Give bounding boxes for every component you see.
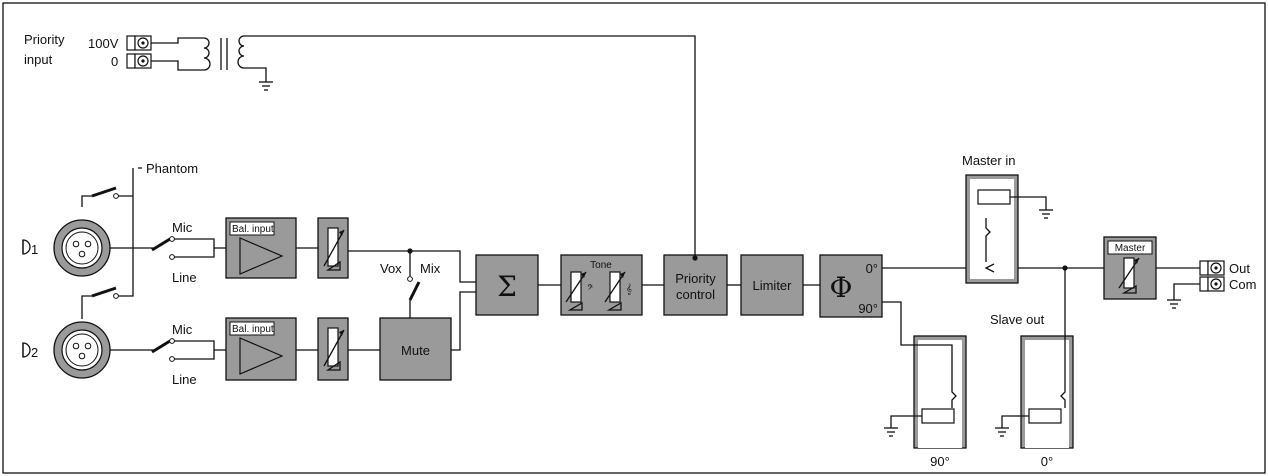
sigma-symbol: Σ (497, 270, 517, 303)
mic-label-2: Mic (172, 322, 193, 337)
limiter-label: Limiter (752, 278, 792, 293)
bal-input-block-1: Bal. input (225, 217, 297, 279)
master-label: Master (1115, 243, 1146, 254)
phantom-switch-1 (81, 186, 119, 207)
treble-pot-icon: 𝄞 (604, 271, 632, 311)
xlr-connector-icon (53, 321, 111, 379)
mic-icon (22, 342, 31, 358)
input-channel-1: 1 Mic Line Bal. input (22, 217, 476, 285)
mute-block: Mute (379, 317, 452, 381)
phase-0-label: 0° (866, 261, 878, 276)
line-label-2: Line (172, 372, 197, 387)
bal-input-block-2: Bal. input (225, 317, 297, 381)
priority-input-label-2: input (24, 52, 53, 67)
input-channel-2: 2 Mic Line Bal. input (22, 317, 380, 387)
summing-block: Σ (475, 254, 539, 316)
com-label: Com (1229, 277, 1256, 292)
ground-icon (259, 81, 273, 91)
terminal-100v-label: 100V (88, 36, 119, 51)
gain-pot-1 (317, 217, 349, 279)
master-in: Master in (962, 153, 1053, 284)
gain-pot-2 (317, 317, 349, 381)
mic-line-switch-2 (151, 338, 226, 362)
terminal-0-label: 0 (111, 54, 118, 69)
priority-input-label-1: Priority (24, 32, 65, 47)
vox-label: Vox (380, 261, 402, 276)
master-in-label: Master in (962, 153, 1015, 168)
priority-terminal-lo (126, 53, 152, 69)
priority-control-label-1: Priority (675, 271, 716, 286)
phantom-label: Phantom (146, 161, 198, 176)
slave-out-90: 90° (884, 335, 967, 469)
input-1-number: 1 (31, 242, 38, 257)
line-label-1: Line (172, 270, 197, 285)
out-terminal (1199, 260, 1225, 276)
output-terminals: Out Com (1167, 260, 1256, 309)
priority-terminal-hi (126, 35, 152, 51)
slave-0-label: 0° (1041, 454, 1053, 469)
treble-clef-icon: 𝄞 (626, 283, 632, 295)
out-label: Out (1229, 261, 1250, 276)
ground-icon (884, 427, 898, 437)
phase-block: Φ 0° 90° (819, 254, 883, 318)
mute-label: Mute (401, 343, 430, 358)
phantom-power: Phantom (81, 161, 198, 319)
slave-out: Slave out 90° (884, 268, 1074, 469)
priority-input: Priority input 100V 0 (24, 32, 696, 258)
limiter-block: Limiter (740, 254, 804, 316)
bass-clef-icon: 𝄢 (587, 284, 594, 295)
tone-label: Tone (590, 260, 612, 271)
com-terminal (1199, 276, 1225, 292)
tone-block: Tone 𝄢 𝄞 (560, 254, 643, 316)
xlr-connector-icon (53, 219, 111, 277)
bass-pot-icon: 𝄢 (565, 271, 594, 311)
slave-out-0: 0° (995, 268, 1074, 469)
ground-icon (995, 427, 1009, 437)
vox-mix-switch: Vox Mix (380, 248, 441, 318)
master-volume-block: Master (1103, 236, 1157, 300)
transformer-icon (203, 35, 245, 71)
phase-symbol: Φ (830, 271, 853, 304)
bal-input-label-1: Bal. input (232, 224, 274, 235)
ground-icon (1167, 299, 1181, 309)
phantom-switch-2 (81, 286, 119, 319)
ground-icon (1039, 209, 1053, 219)
slave-90-label: 90° (930, 454, 950, 469)
priority-control-label-2: control (676, 287, 715, 302)
mic-label-1: Mic (172, 220, 193, 235)
mic-icon (22, 239, 31, 255)
slave-out-label: Slave out (990, 312, 1045, 327)
priority-control-block: Priority control (663, 254, 728, 316)
bal-input-label-2: Bal. input (232, 324, 274, 335)
mix-label: Mix (420, 261, 441, 276)
input-2-number: 2 (31, 345, 38, 360)
phase-90-label: 90° (858, 301, 878, 316)
mic-line-switch-1 (151, 236, 226, 260)
